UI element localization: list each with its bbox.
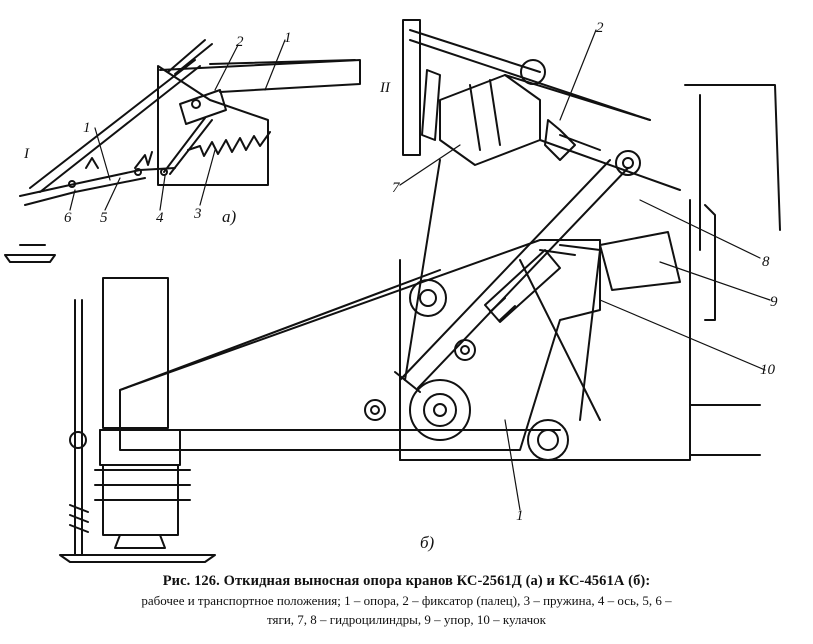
label-a-1-top: 1	[284, 30, 292, 46]
label-b-1: 1	[516, 508, 524, 524]
label-a-4: 4	[156, 210, 164, 226]
label-b-9: 9	[770, 294, 778, 310]
label-a-I: I	[23, 146, 30, 162]
label-a-1-side: 1	[83, 120, 91, 136]
label-a-6: 6	[64, 210, 72, 226]
label-b-7: 7	[392, 180, 401, 196]
caption-line-2: рабочее и транспортное положения; 1 – оп…	[141, 593, 672, 608]
leader-lines	[69, 29, 771, 511]
caption-title: Рис. 126. Откидная выносная опора кранов…	[162, 573, 651, 589]
label-a-5: 5	[100, 210, 108, 226]
view-b-drawing	[59, 19, 781, 563]
view-a-label: а)	[222, 207, 237, 226]
label-b-10: 10	[760, 362, 776, 378]
figure-caption: Рис. 126. Откидная выносная опора кранов…	[0, 572, 813, 629]
view-a-drawing	[4, 39, 361, 263]
label-a-II: II	[379, 80, 391, 96]
label-b-8: 8	[762, 254, 770, 270]
label-a-3: 3	[193, 206, 202, 222]
label-a-2: 2	[236, 34, 244, 50]
caption-line-3: тяги, 7, 8 – гидроцилиндры, 9 – упор, 10…	[267, 612, 546, 627]
view-b-label: б)	[420, 533, 435, 552]
label-b-2: 2	[596, 20, 604, 36]
